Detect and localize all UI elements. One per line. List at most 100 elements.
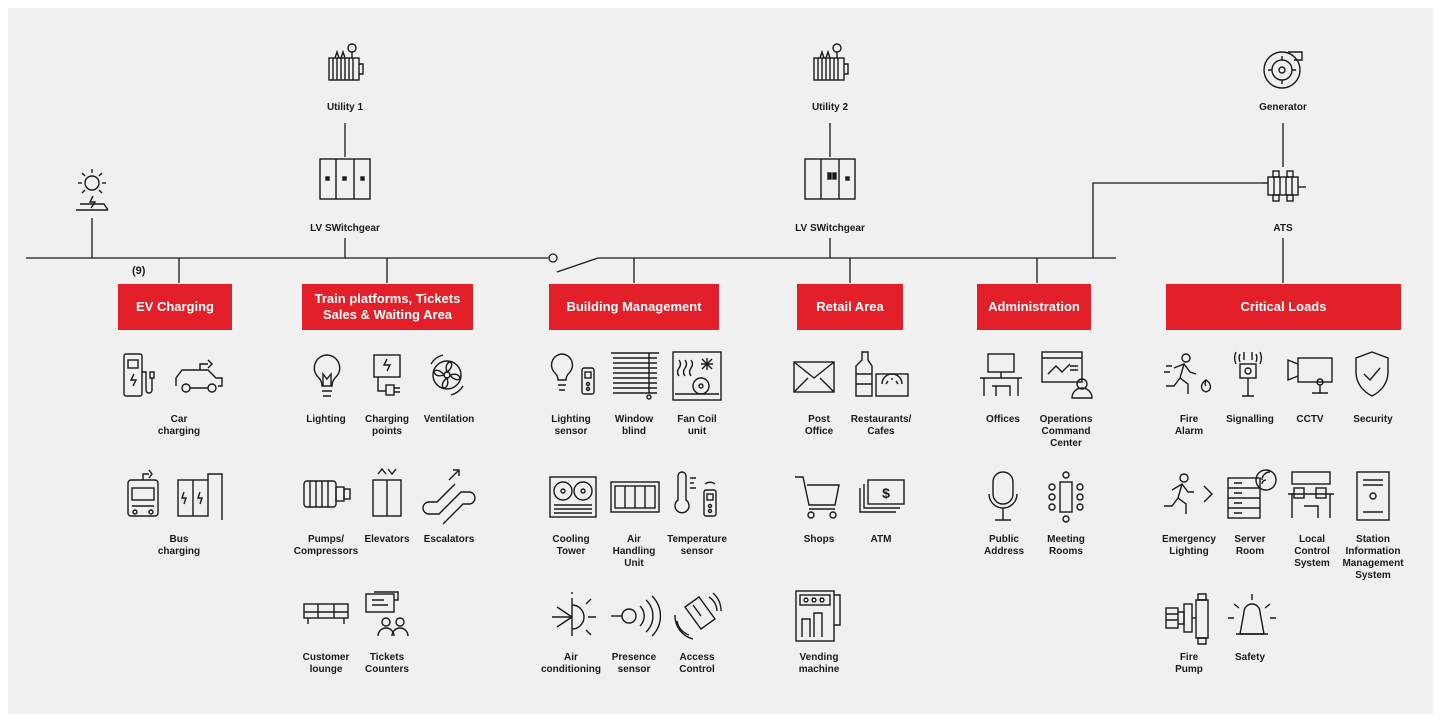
security-label: Security	[1353, 414, 1393, 425]
coupler-contact	[548, 253, 558, 263]
solar-panel-icon	[73, 168, 111, 219]
generator-icon	[1258, 44, 1308, 95]
car-charging-label: Car charging	[157, 414, 201, 437]
offices-label: Offices	[986, 414, 1020, 425]
local-control-system-icon	[1286, 470, 1336, 527]
ats-feeder	[1092, 182, 1262, 258]
ventilation-label: Ventilation	[423, 414, 475, 425]
temperature-sensor-icon	[672, 470, 722, 529]
window-blind-label: Window blind	[614, 414, 654, 437]
meeting-rooms-label: Meeting Rooms	[1047, 534, 1085, 557]
meeting-room-icon	[1044, 470, 1088, 529]
pumps-compressors-label: Pumps/ Compressors	[293, 534, 359, 557]
group-administration: Administration	[977, 284, 1091, 330]
cctv-camera-icon	[1286, 354, 1336, 401]
station-info-system-icon	[1355, 470, 1391, 527]
bus-charging-icon	[120, 468, 236, 529]
ev-count-label: (9)	[132, 265, 146, 277]
station-info-system-label: Station Information Management System	[1342, 534, 1404, 581]
elevator-icon	[370, 466, 404, 525]
fan-coil-label: Fan Coil unit	[677, 414, 717, 437]
fire-pump-label: Fire Pump	[1175, 652, 1203, 675]
bus-charging-label: Bus charging	[157, 534, 201, 557]
operations-command-center-label: Operations Command Center	[1039, 414, 1093, 449]
charging-point-icon	[370, 351, 404, 406]
operations-command-icon	[1040, 350, 1094, 405]
swgear1-label: LV SWitchgear	[310, 223, 380, 234]
group-building-management: Building Management	[549, 284, 719, 330]
cctv-label: CCTV	[1296, 414, 1324, 425]
generator-label: Generator	[1259, 102, 1307, 113]
pump-compressor-icon	[300, 471, 354, 522]
emergency-exit-icon	[1162, 472, 1218, 523]
fire-alarm-icon	[1162, 352, 1216, 401]
utility1-label: Utility 1	[326, 102, 364, 113]
svg-text:$: $	[882, 485, 890, 501]
presence-sensor-icon	[609, 594, 662, 645]
shopping-cart-icon	[793, 473, 843, 526]
transformer-icon	[810, 40, 850, 91]
fire-pump-icon	[1162, 590, 1216, 651]
microphone-icon	[985, 470, 1021, 529]
post-office-envelope-icon	[792, 360, 836, 399]
transformer-icon	[325, 40, 365, 91]
charging-points-label: Charging points	[365, 414, 409, 437]
access-control-label: Access Control	[679, 652, 715, 675]
group-ev-charging: EV Charging	[118, 284, 232, 330]
presence-sensor-label: Presence sensor	[611, 652, 657, 675]
ticket-counter-icon	[362, 590, 414, 645]
fan-coil-icon	[671, 350, 723, 407]
safety-beacon-icon	[1226, 590, 1278, 645]
air-conditioning-icon	[548, 592, 598, 647]
atm-cash-icon: $	[856, 476, 908, 523]
car-charging-icon	[120, 350, 236, 405]
shops-label: Shops	[803, 534, 835, 545]
lounge-sofa-icon	[302, 598, 350, 633]
ats-icon	[1260, 167, 1308, 208]
ats-label: ATS	[1273, 223, 1293, 234]
lighting-label: Lighting	[306, 414, 346, 425]
security-shield-icon	[1352, 350, 1392, 405]
public-address-label: Public Address	[983, 534, 1024, 557]
customer-lounge-label: Customer lounge	[302, 652, 350, 675]
escalators-label: Escalators	[423, 534, 475, 545]
air-conditioning-label: Air conditioning	[541, 652, 601, 675]
server-room-label: Server Room	[1234, 534, 1266, 557]
cooling-tower-label: Cooling Tower	[552, 534, 590, 557]
elevators-label: Elevators	[364, 534, 410, 545]
restaurant-icon	[852, 350, 912, 405]
local-control-system-label: Local Control System	[1294, 534, 1330, 569]
ventilation-fan-icon	[425, 352, 469, 403]
group-retail-area: Retail Area	[797, 284, 903, 330]
group-train-platforms: Train platforms, Tickets Sales & Waiting…	[302, 284, 473, 330]
window-blind-icon	[609, 350, 661, 407]
vending-machine-label: Vending machine	[798, 652, 840, 675]
temperature-sensor-label: Temperature sensor	[667, 534, 727, 557]
escalator-icon	[422, 468, 476, 525]
lighting-sensor-label: Lighting sensor	[551, 414, 591, 437]
signalling-icon	[1228, 350, 1268, 405]
vending-machine-icon	[794, 589, 846, 650]
swgear2-label: LV SWitchgear	[795, 223, 865, 234]
safety-label: Safety	[1234, 652, 1265, 663]
emergency-lighting-label: Emergency Lighting	[1162, 534, 1216, 557]
post-office-label: Post Office	[804, 414, 834, 437]
switchgear-icon	[318, 157, 372, 208]
office-desk-icon	[978, 350, 1024, 405]
lightbulb-icon	[310, 351, 344, 406]
signalling-label: Signalling	[1226, 414, 1274, 425]
tickets-counters-label: Tickets Counters	[365, 652, 409, 675]
switchgear-icon	[803, 157, 857, 208]
restaurants-cafes-label: Restaurants/ Cafes	[850, 414, 912, 437]
group-critical-loads: Critical Loads	[1166, 284, 1401, 330]
lighting-sensor-icon	[548, 350, 598, 405]
fire-alarm-label: Fire Alarm	[1174, 414, 1204, 437]
access-control-icon	[671, 591, 723, 646]
air-handling-unit-label: Air Handling Unit	[612, 534, 656, 569]
cooling-tower-icon	[548, 475, 598, 524]
server-room-icon	[1226, 468, 1278, 525]
utility2-label: Utility 2	[811, 102, 849, 113]
coupler-switch	[556, 257, 599, 273]
air-handling-unit-icon	[609, 480, 661, 519]
atm-label: ATM	[870, 534, 892, 545]
